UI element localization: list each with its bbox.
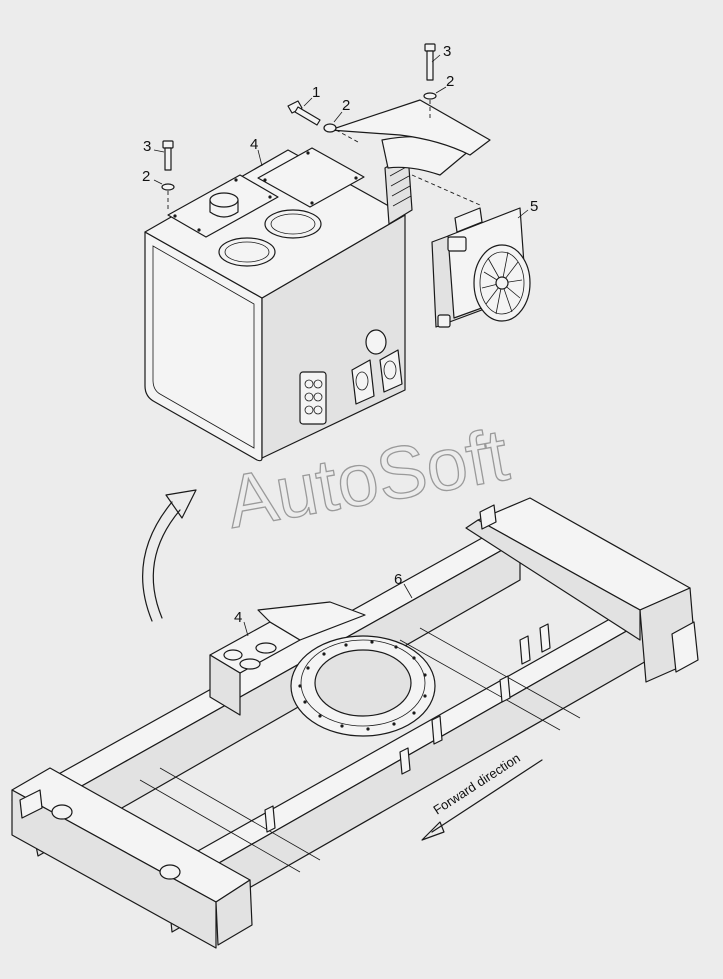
- callout-2-bolt: 2: [342, 97, 350, 114]
- callout-6-frame: 6: [394, 571, 402, 588]
- callout-5-cooler: 5: [530, 198, 538, 215]
- rotation-arrow: [142, 489, 197, 622]
- leader-lines: [153, 54, 529, 637]
- callout-2-top: 2: [446, 73, 454, 90]
- callout-3-left: 3: [143, 138, 151, 155]
- forward-direction-arrow: [421, 759, 543, 841]
- oil-cooler: [431, 207, 531, 328]
- assembly-lines: [167, 100, 481, 212]
- main-frame: [11, 497, 699, 949]
- ring-bolts: [298, 640, 427, 731]
- callout-4-tank: 4: [250, 136, 258, 153]
- callouts: 1 2 3 2 3 2 4 5 6 4: [142, 43, 538, 626]
- callout-2-left: 2: [142, 168, 150, 185]
- fasteners: [161, 43, 437, 191]
- callout-3-top: 3: [443, 43, 451, 60]
- hydraulic-tank: [144, 99, 491, 462]
- callout-4-installed: 4: [234, 609, 242, 626]
- callout-1: 1: [312, 84, 320, 101]
